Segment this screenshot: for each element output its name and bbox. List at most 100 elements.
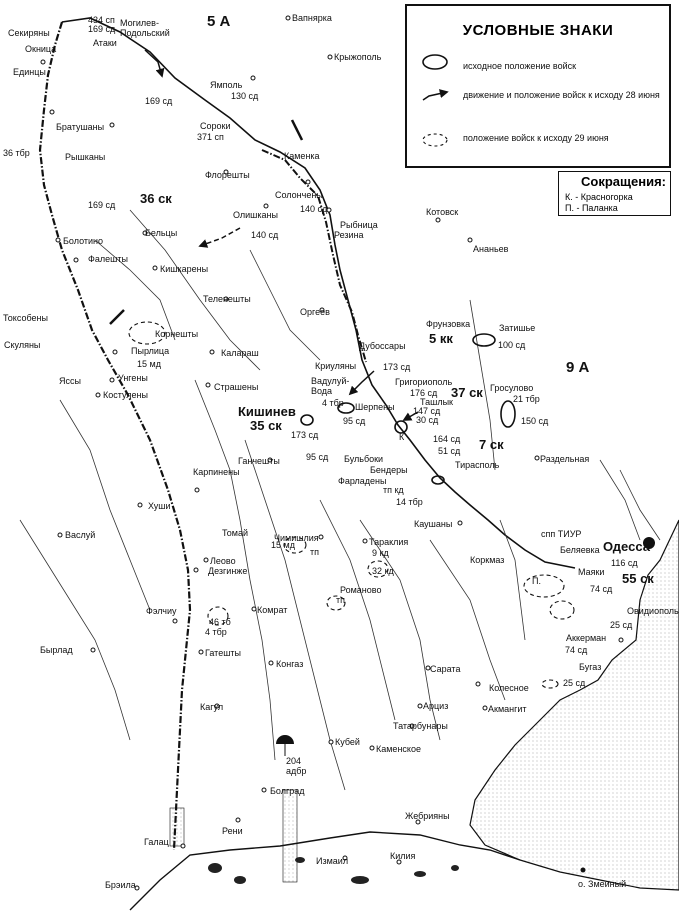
place-label: Романово — [340, 585, 382, 595]
place-label: Рыбница — [340, 220, 378, 230]
army-label: 9 А — [566, 359, 590, 376]
danube-river — [129, 831, 521, 911]
legend-item-29-june: положение войск к исходу 29 июня — [463, 133, 609, 143]
unit-label: 173 сд — [383, 362, 411, 372]
place-label: Олишканы — [233, 210, 278, 220]
place-label: Арциз — [423, 701, 449, 711]
place-label: Вапнярка — [292, 13, 332, 23]
dashed-ellipse-icon — [422, 133, 448, 147]
place-label: Тараклия — [369, 537, 409, 547]
corps-label: 55 ск — [622, 571, 654, 586]
unit-label: 169 сд — [145, 96, 173, 106]
unit-label: 204 адбр — [286, 756, 307, 776]
unit-label: тп — [336, 595, 345, 605]
place-label: о. Змеиный — [578, 879, 627, 889]
place-label: Дубоссары — [359, 341, 406, 351]
place-label: Гросулово — [490, 383, 534, 393]
place-label: Овидиополь — [627, 606, 679, 616]
place-label: Фэлчиу — [146, 606, 177, 616]
place-label: Галац — [144, 837, 169, 847]
unit-label: 25 сд — [563, 678, 586, 688]
unit-label: 173 сд — [291, 430, 319, 440]
unit-label: 100 сд — [498, 340, 526, 350]
corps-label: 37 ск — [451, 385, 483, 400]
place-label: Секиряны — [8, 28, 50, 38]
place-label: Сороки — [200, 121, 231, 131]
corps-label: 7 ск — [479, 437, 504, 452]
unit-label: 74 сд — [565, 645, 588, 655]
place-label: Беляевка — [560, 545, 600, 555]
place-label: Флорешты — [205, 170, 250, 180]
unit-label: 169 сд — [88, 200, 116, 210]
place-label: Леово — [210, 556, 236, 566]
place-label: Фалешты — [88, 254, 128, 264]
place-label: Корнешты — [155, 329, 199, 339]
abbreviations-title: Сокращения: — [581, 174, 666, 189]
unit-label: 95 сд — [306, 452, 329, 462]
danube-delta — [169, 789, 459, 884]
eastern-border — [261, 149, 367, 363]
place-label: Криуляны — [315, 361, 357, 371]
place-label: Каменка — [284, 151, 320, 161]
unit-label: 46 тб — [209, 617, 231, 627]
place-label: Жебрияны — [405, 811, 450, 821]
place-label: Котовск — [426, 207, 459, 217]
place-label: Яссы — [59, 376, 81, 386]
movement-arrows — [109, 49, 419, 421]
place-label: Томай — [222, 528, 249, 538]
place-label: Бырлад — [40, 645, 73, 655]
place-label: Шерпены — [355, 402, 395, 412]
unit-label: 4 тбр — [205, 627, 227, 637]
prut-border — [38, 21, 192, 851]
place-label: Карпинены — [193, 467, 240, 477]
unit-label: 74 сд — [590, 584, 613, 594]
place-label: Гатешты — [205, 648, 242, 658]
place-label: Атаки — [93, 38, 117, 48]
place-label: Оргеев — [300, 307, 330, 317]
place-label: Раздельная — [540, 454, 590, 464]
place-label: Акмангит — [488, 704, 527, 714]
corps-label: 5 кк — [429, 331, 453, 346]
place-label: Бельцы — [145, 228, 178, 238]
unit-label: 130 сд — [231, 91, 259, 101]
place-label: Токсобены — [3, 313, 48, 323]
misc-symbols — [276, 537, 655, 873]
place-label: Конгаз — [276, 659, 304, 669]
unit-label: 176 сд — [410, 388, 438, 398]
place-label: Васлуй — [65, 530, 96, 540]
unit-label: 116 сд — [611, 558, 638, 568]
unit-label: 140 сд — [300, 204, 328, 214]
unit-label: 15 мд — [271, 540, 295, 550]
place-label: Вадулуй-Вода — [311, 376, 350, 396]
place-label: Резина — [334, 230, 364, 240]
legend: УСЛОВНЫЕ ЗНАКИ исходное положение войск … — [405, 4, 671, 168]
place-label: Хуши — [148, 501, 171, 511]
unit-label: 95 сд — [343, 416, 366, 426]
place-label: Рышканы — [65, 152, 106, 162]
place-label: Тирасполь — [455, 460, 500, 470]
unit-label: 371 сп — [197, 132, 224, 142]
place-label: Солончены — [275, 190, 323, 200]
army-label: 5 А — [207, 13, 231, 30]
place-label: Скуляны — [4, 340, 41, 350]
place-label: Ямполь — [210, 80, 243, 90]
abbreviation-item: П. - Паланка — [565, 203, 618, 213]
arrow-icon — [422, 89, 449, 101]
place-label: Теленешты — [203, 294, 251, 304]
legend-item-initial: исходное положение войск — [463, 61, 577, 71]
unit-label: спп ТИУР — [541, 529, 582, 539]
place-label: Братушаны — [56, 122, 105, 132]
place-label: Пырлица — [131, 346, 170, 356]
place-label: Измаил — [316, 856, 349, 866]
legend-title: УСЛОВНЫЕ ЗНАКИ — [462, 22, 614, 39]
place-label: Бендеры — [370, 465, 408, 475]
place-label: Ананьев — [473, 244, 509, 254]
unit-label: 434 сп — [88, 15, 115, 25]
place-label: Страшены — [214, 382, 259, 392]
legend-item-movement: движение и положение войск к исходу 28 и… — [463, 90, 660, 100]
place-label: Кагул — [200, 702, 224, 712]
unit-label: 36 тбр — [3, 148, 30, 158]
place-label: Рени — [222, 826, 243, 836]
unit-label: 9 кд — [372, 548, 389, 558]
